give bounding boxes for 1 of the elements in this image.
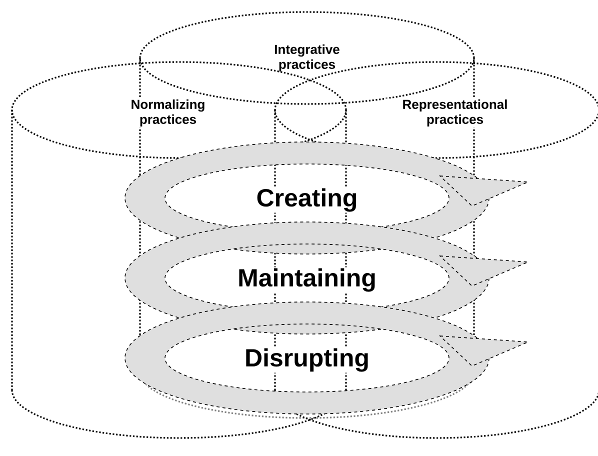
- cycle-loop: Disrupting: [124, 302, 530, 414]
